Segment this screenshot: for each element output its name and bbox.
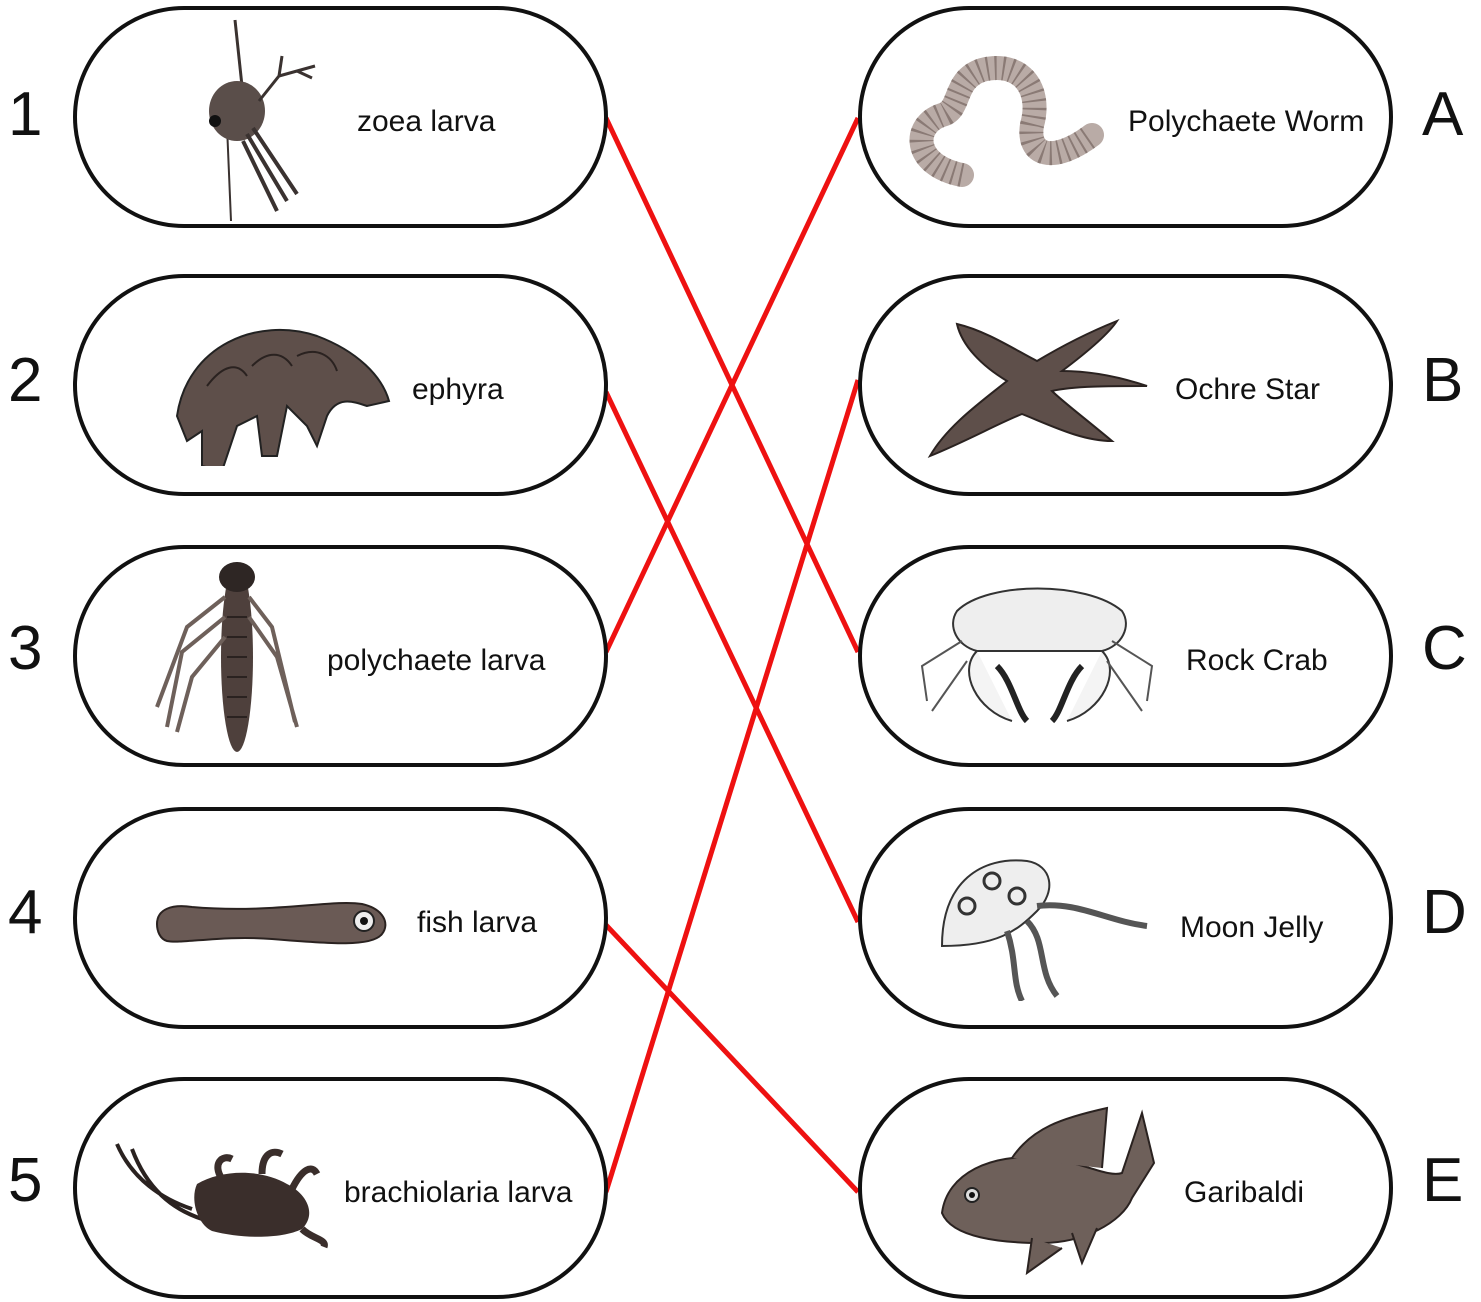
right-card-ochre-star[interactable]: Ochre Star <box>858 274 1393 496</box>
ochre-star-icon <box>922 316 1152 466</box>
right-label-A: Polychaete Worm <box>1128 105 1364 139</box>
match-line-4-E <box>606 925 858 1192</box>
right-label-D: Moon Jelly <box>1180 911 1323 945</box>
right-letter-E: E <box>1422 1150 1463 1212</box>
zoea-larva-icon <box>187 16 327 226</box>
right-letter-D: D <box>1422 882 1467 944</box>
right-card-garibaldi[interactable]: Garibaldi <box>858 1077 1393 1299</box>
left-label-5: brachiolaria larva <box>344 1176 572 1210</box>
left-number-2: 2 <box>8 350 42 412</box>
right-letter-A: A <box>1422 84 1463 146</box>
rock-crab-icon <box>917 571 1157 741</box>
left-card-zoea-larva[interactable]: zoea larva <box>73 6 608 228</box>
left-label-4: fish larva <box>417 906 537 940</box>
fish-larva-icon <box>152 889 392 959</box>
brachiolaria-larva-icon <box>112 1139 332 1249</box>
right-card-rock-crab[interactable]: Rock Crab <box>858 545 1393 767</box>
left-label-2: ephyra <box>412 373 504 407</box>
left-number-3: 3 <box>8 618 42 680</box>
right-label-C: Rock Crab <box>1186 644 1328 678</box>
right-letter-C: C <box>1422 618 1467 680</box>
garibaldi-icon <box>932 1103 1162 1278</box>
right-card-moon-jelly[interactable]: Moon Jelly <box>858 807 1393 1029</box>
right-card-polychaete-worm[interactable]: Polychaete Worm <box>858 6 1393 228</box>
ephyra-icon <box>167 306 397 466</box>
match-line-2-D <box>606 392 858 922</box>
left-number-4: 4 <box>8 882 42 944</box>
moon-jelly-icon <box>937 851 1167 1001</box>
left-card-fish-larva[interactable]: fish larva <box>73 807 608 1029</box>
polychaete-larva-icon <box>147 557 307 762</box>
left-number-1: 1 <box>8 84 42 146</box>
left-label-1: zoea larva <box>357 105 495 139</box>
left-label-3: polychaete larva <box>327 644 545 678</box>
left-number-5: 5 <box>8 1150 42 1212</box>
left-card-brachiolaria-larva[interactable]: brachiolaria larva <box>73 1077 608 1299</box>
match-line-5-B <box>606 380 858 1192</box>
right-letter-B: B <box>1422 350 1463 412</box>
right-label-B: Ochre Star <box>1175 373 1320 407</box>
left-card-polychaete-larva[interactable]: polychaete larva <box>73 545 608 767</box>
left-card-ephyra[interactable]: ephyra <box>73 274 608 496</box>
right-label-E: Garibaldi <box>1184 1176 1304 1210</box>
polychaete-worm-icon <box>892 55 1107 195</box>
